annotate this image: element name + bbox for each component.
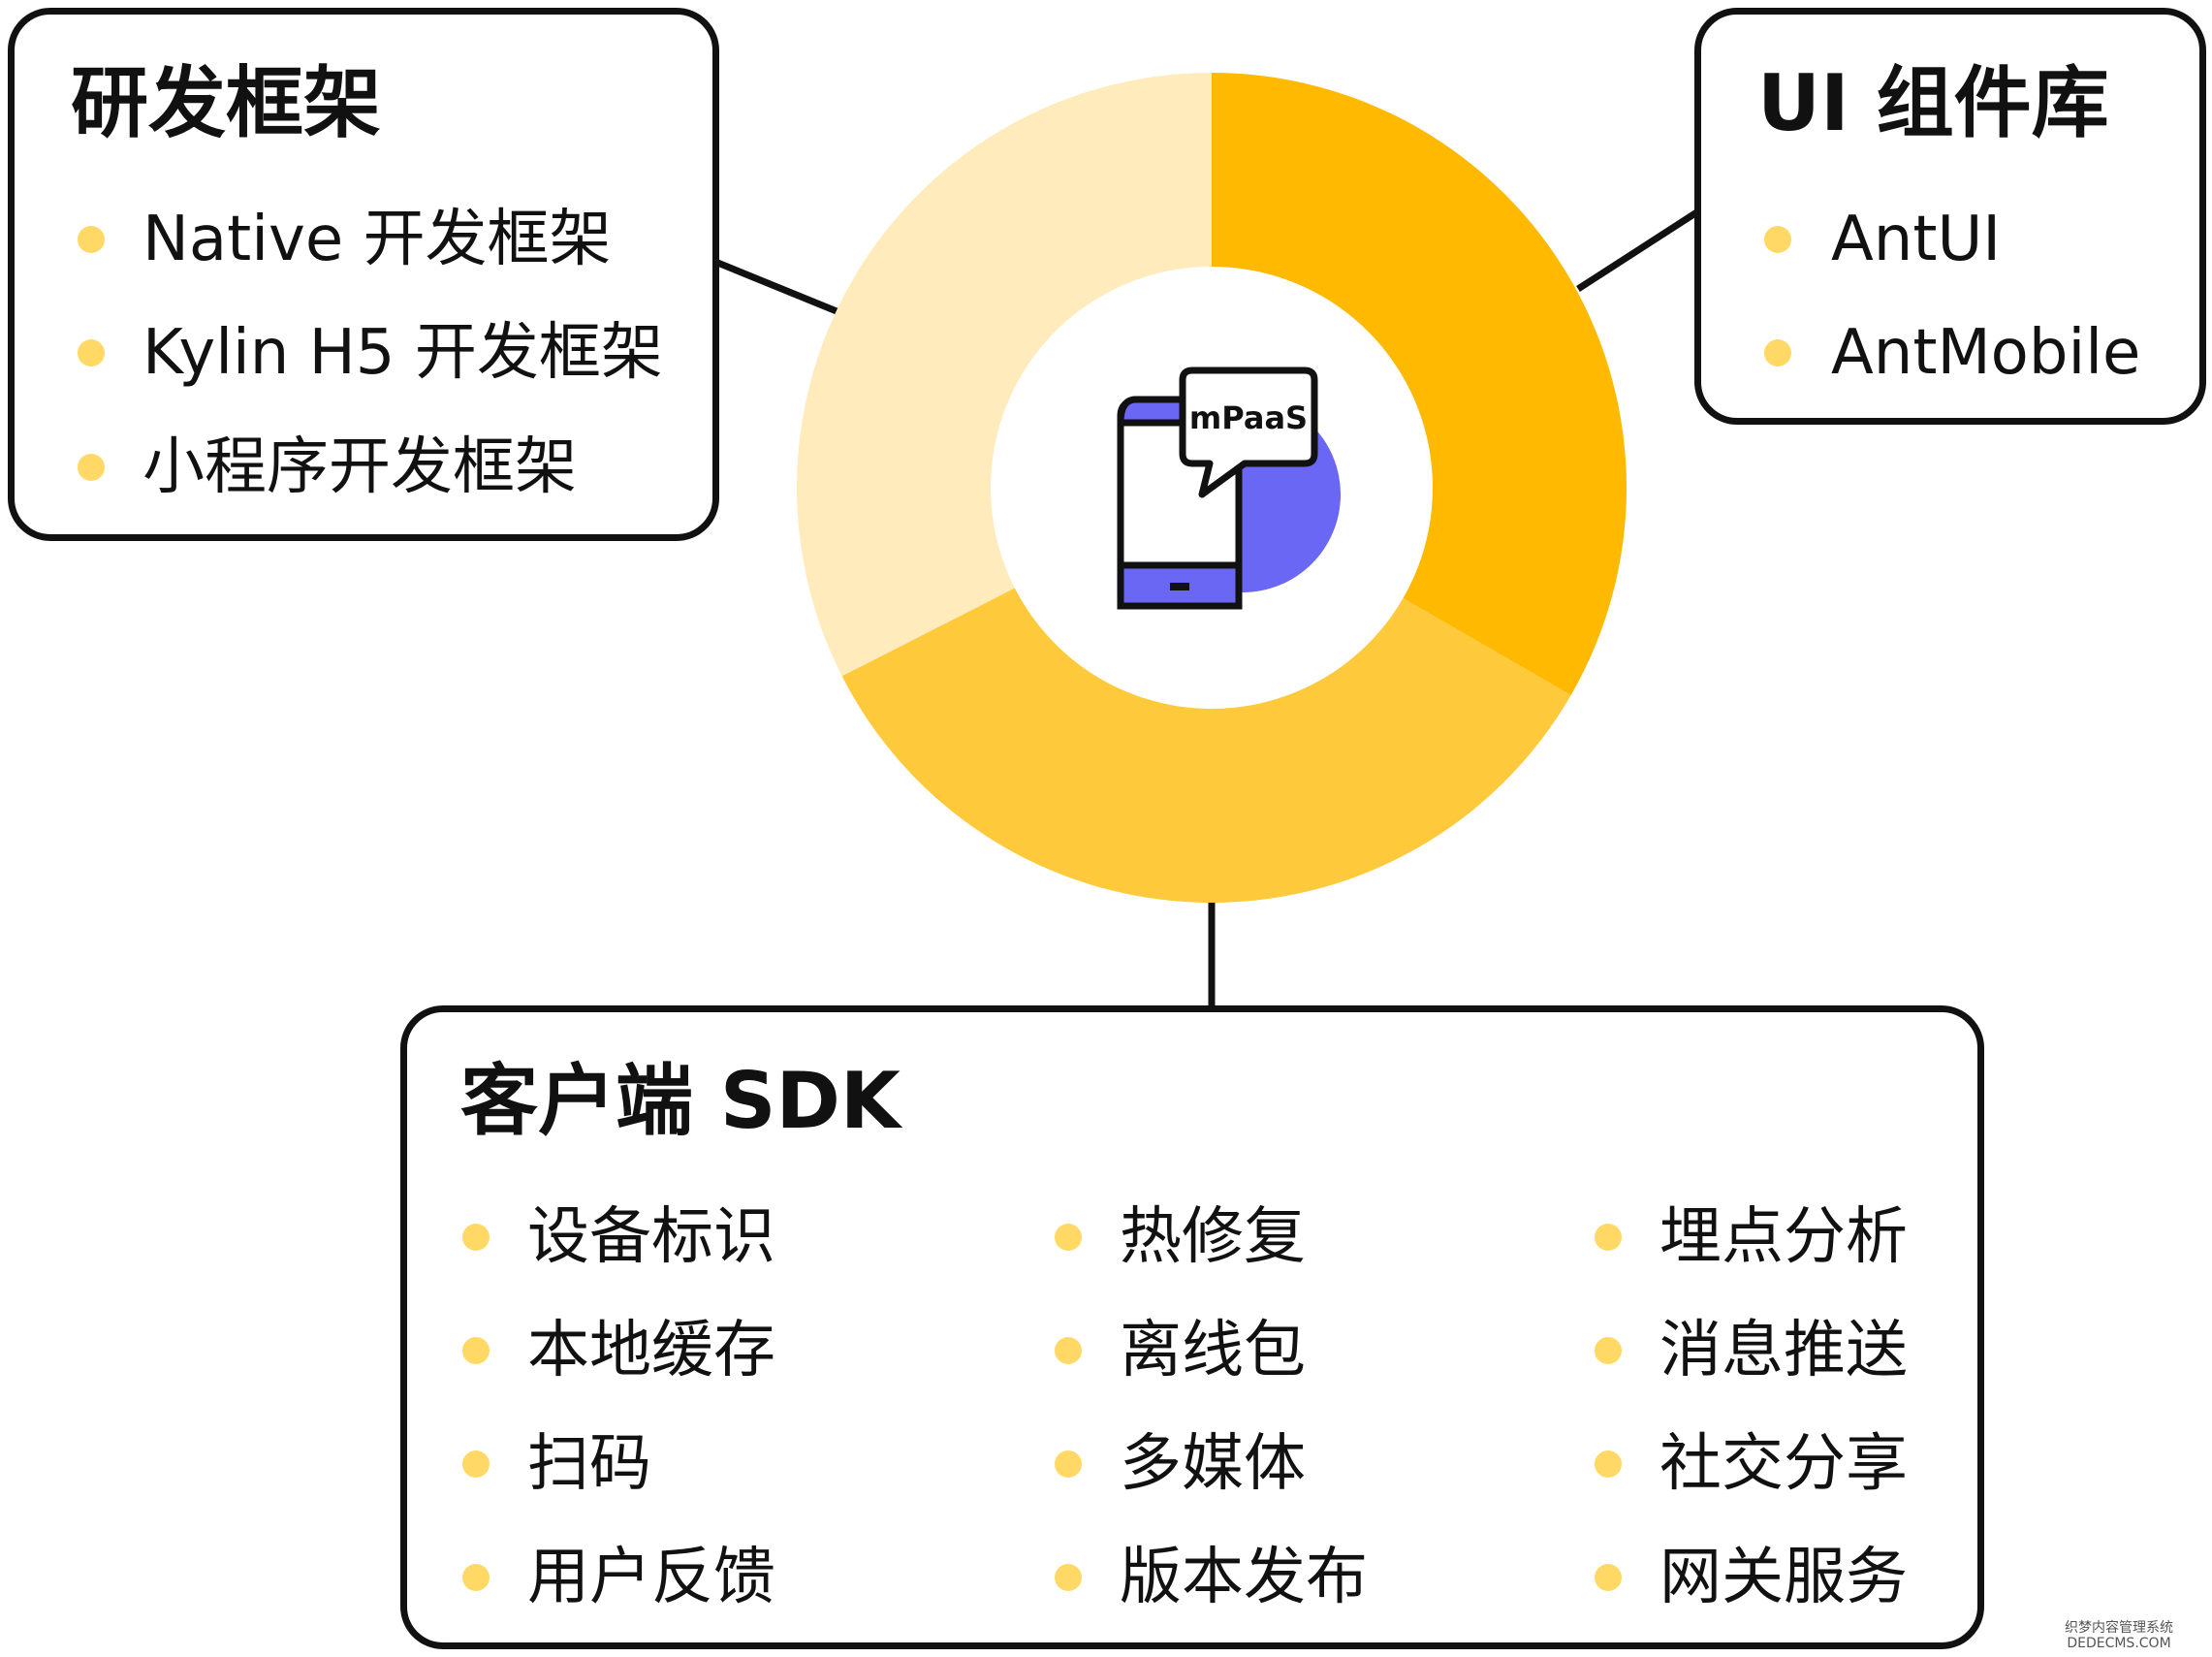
bullet-icon <box>1055 1224 1082 1251</box>
bullet-icon <box>462 1450 490 1478</box>
connector-ui-library <box>1576 208 1700 292</box>
dev-framework-box: 研发框架 Native 开发框架 Kylin H5 开发框架 小程序开发框架 <box>8 8 719 541</box>
watermark: 织梦内容管理系统 DEDECMS.COM <box>2065 1620 2173 1651</box>
donut-segment-client-sdk <box>841 588 1571 903</box>
watermark-line1: 织梦内容管理系统 <box>2065 1620 2173 1637</box>
sdk-item: 版本发布 <box>1120 1542 1368 1613</box>
bullet-icon <box>1055 1564 1082 1591</box>
donut-segment-ui-library <box>1212 73 1627 695</box>
client-sdk-box: 客户端 SDK 设备标识 本地缓存 扫码 用户反馈 热修复 离线包 多媒体 版本… <box>400 1005 1984 1649</box>
bullet-icon <box>1595 1337 1622 1364</box>
sdk-item: 消息推送 <box>1659 1315 1908 1386</box>
chat-bubble <box>1179 366 1318 498</box>
bullet-icon <box>462 1224 490 1251</box>
dev-framework-item: Kylin H5 开发框架 <box>142 317 663 389</box>
client-sdk-title: 客户端 SDK <box>460 1056 901 1146</box>
bullet-icon <box>1595 1564 1622 1591</box>
phone-home-button <box>1170 583 1189 590</box>
connector-dev-framework <box>713 258 843 317</box>
bullet-icon <box>78 226 105 253</box>
sdk-item: 扫码 <box>527 1428 651 1500</box>
sdk-item: 网关服务 <box>1659 1542 1908 1613</box>
bullet-icon <box>1595 1450 1622 1478</box>
watermark-line2: DEDECMS.COM <box>2067 1635 2171 1651</box>
bullet-icon <box>78 454 105 481</box>
bullet-icon <box>78 339 105 366</box>
bullet-icon <box>1764 339 1791 366</box>
ui-library-item: AntUI <box>1831 204 2002 275</box>
bullet-icon <box>1595 1224 1622 1251</box>
sdk-item: 埋点分析 <box>1659 1201 1908 1273</box>
dev-framework-item: 小程序开发框架 <box>142 431 577 503</box>
phone-chat-icon: mPaaS <box>1117 366 1341 610</box>
donut-ring <box>797 73 1627 903</box>
dev-framework-title: 研发框架 <box>71 58 381 148</box>
sdk-item: 本地缓存 <box>527 1315 775 1386</box>
dev-framework-item: Native 开发框架 <box>142 204 612 275</box>
sdk-item: 热修复 <box>1120 1201 1306 1273</box>
bullet-icon <box>1055 1450 1082 1478</box>
ui-library-box: UI 组件库 AntUI AntMobile <box>1694 8 2206 425</box>
sdk-item: 多媒体 <box>1120 1428 1306 1500</box>
bullet-icon <box>462 1337 490 1364</box>
sdk-item: 用户反馈 <box>527 1542 775 1613</box>
bullet-icon <box>1764 226 1791 253</box>
ui-library-title: UI 组件库 <box>1757 58 2109 148</box>
bullet-icon <box>462 1564 490 1591</box>
donut-segment-dev-framework <box>797 73 1212 677</box>
bubble-label: mPaaS <box>1189 399 1308 436</box>
sdk-item: 设备标识 <box>527 1201 775 1273</box>
sdk-item: 离线包 <box>1120 1315 1306 1386</box>
ui-library-item: AntMobile <box>1831 317 2141 389</box>
bullet-icon <box>1055 1337 1082 1364</box>
sdk-item: 社交分享 <box>1659 1428 1908 1500</box>
